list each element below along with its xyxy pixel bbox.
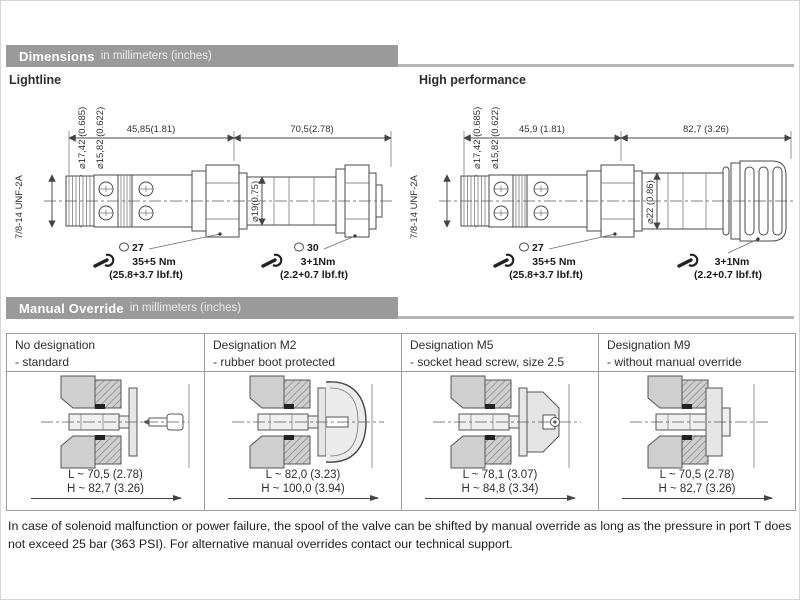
column-subtitle: - without manual override <box>607 354 742 369</box>
column-subtitle: - standard <box>15 354 70 369</box>
override-cell-m5: L ~ 78,1 (3.07) H ~ 84,8 (3.34) <box>401 372 598 510</box>
knob-torque-imperial: (2.2+0.7 lbf.ft) <box>694 269 762 281</box>
coil-diameter-dim: ⌀22 (0.86) <box>645 180 656 224</box>
column-title: Designation M2 <box>213 338 297 352</box>
dim-l: L ~ 70,5 (2.78) <box>659 469 735 481</box>
dimension-arrow <box>567 494 576 501</box>
override-dims: L ~ 70,5 (2.78) H ~ 82,7 (3.26) <box>658 468 735 497</box>
wrench-icon <box>93 253 115 268</box>
dim-h: H ~ 100,0 (3.94) <box>261 483 345 496</box>
dimensions-section-header: Dimensions in millimeters (inches) <box>6 45 794 67</box>
body-length-dim: 45,85(1.81) <box>127 124 176 135</box>
dim-h: H ~ 82,7 (3.26) <box>66 483 145 496</box>
override-drawing-m2 <box>232 375 384 469</box>
thread-spec: 7/8-14 UNF-2A <box>409 174 420 239</box>
body-torque-imperial: (25.8+3.7 lbf.ft) <box>509 269 583 281</box>
dimensions-title-bar: Dimensions in millimeters (inches) <box>6 45 398 67</box>
knob-torque: 3+1Nm <box>715 256 750 268</box>
dim-l: L ~ 70,5 (2.78) <box>68 469 143 481</box>
manual-override-table: No designation - standard Designation M2… <box>6 333 796 511</box>
manual-override-title-bar: Manual Override in millimeters (inches) <box>6 297 398 319</box>
column-subtitle: - socket head screw, size 2.5 <box>410 354 565 369</box>
section-rule <box>6 64 794 67</box>
section-subtitle: in millimeters (inches) <box>100 50 212 62</box>
valve-rear-section <box>647 375 731 469</box>
dim-h: H ~ 82,7 (3.26) <box>658 483 736 496</box>
wrench-icon <box>677 253 699 268</box>
column-subtitle: - rubber boot protected <box>213 354 336 369</box>
body-torque-imperial: (25.8+3.7 lbf.ft) <box>109 269 183 281</box>
thread-spec: 7/8-14 UNF-2A <box>14 174 25 239</box>
coil-length-dim: 70,5(2.78) <box>290 124 333 135</box>
body-length-dim: 45,9 (1.81) <box>519 124 565 135</box>
override-header-m9: Designation M9 - without manual override <box>598 334 795 372</box>
hex27-size: 27 <box>132 242 144 254</box>
override-dims: L ~ 70,5 (2.78) H ~ 82,7 (3.26) <box>67 468 144 497</box>
override-cell-standard: L ~ 70,5 (2.78) H ~ 82,7 (3.26) <box>7 372 204 510</box>
lightline-drawing: 45,85(1.81) 70,5(2.78) ⌀17,42 (0.685) ⌀1… <box>14 107 394 281</box>
dimension-arrow <box>172 494 182 501</box>
override-drawing-m9 <box>630 375 770 469</box>
override-header-standard: No designation - standard <box>7 334 204 372</box>
cross-drill-ports <box>98 181 154 221</box>
column-title: Designation M9 <box>607 338 691 352</box>
section-rule <box>6 316 794 319</box>
inner-diameter-dim: ⌀15,82 (0.622) <box>95 107 106 169</box>
high-performance-drawing: 45,9 (1.81) 82,7 (3.26) ⌀17,42 (0.685) ⌀… <box>409 107 794 281</box>
outer-diameter-dim: ⌀17,42 (0.685) <box>77 107 88 169</box>
dimension-arrow <box>764 494 773 501</box>
body-torque: 35+5 Nm <box>532 256 576 268</box>
coil-length-dim: 82,7 (3.26) <box>683 124 729 135</box>
hex27-annotation: 27 <box>519 232 617 254</box>
lightline-label: Lightline <box>9 73 62 87</box>
dim-l: L ~ 78,1 (3.07) <box>462 469 538 481</box>
coil-diameter-dim: ⌀19(0.75) <box>250 181 261 222</box>
body-torque: 35+5 Nm <box>132 256 176 268</box>
length-dimensions: 45,9 (1.81) 82,7 (3.26) <box>463 124 792 142</box>
dimension-line <box>425 494 576 501</box>
length-dimensions: 45,85(1.81) 70,5(2.78) <box>68 124 392 142</box>
wrench-icon <box>261 253 283 268</box>
manual-override-section-header: Manual Override in millimeters (inches) <box>6 297 794 319</box>
override-cell-m9: L ~ 70,5 (2.78) H ~ 82,7 (3.26) <box>598 372 795 510</box>
footnote-text: In case of solenoid malfunction or power… <box>8 519 792 551</box>
section-subtitle: in millimeters (inches) <box>129 302 242 314</box>
cross-drill-ports <box>493 181 549 221</box>
nut-torque: 3+1Nm <box>301 256 336 268</box>
hex30-annotation: 30 <box>294 234 357 254</box>
inner-diameter-dim: ⌀15,82 (0.622) <box>490 107 501 169</box>
nut-torque-imperial: (2.2+0.7 lbf.ft) <box>280 269 348 281</box>
column-title: Designation M5 <box>410 338 494 352</box>
dimension-line <box>30 494 182 501</box>
hex27-size: 27 <box>532 242 544 254</box>
override-cell-m2: L ~ 82,0 (3.23) H ~ 100,0 (3.94) <box>204 372 401 510</box>
dimension-line <box>622 494 773 501</box>
section-title: Manual Override <box>19 300 124 316</box>
column-title: No designation <box>15 338 96 352</box>
dim-l: L ~ 82,0 (3.23) <box>265 469 341 481</box>
high-performance-label: High performance <box>419 73 526 87</box>
override-header-m5: Designation M5 - socket head screw, size… <box>401 334 598 372</box>
override-dims: L ~ 78,1 (3.07) H ~ 84,8 (3.34) <box>461 468 538 497</box>
override-dims: L ~ 82,0 (3.23) H ~ 100,0 (3.94) <box>261 468 344 497</box>
dim-h: H ~ 84,8 (3.34) <box>461 483 539 496</box>
section-title: Dimensions <box>19 48 95 64</box>
dimension-line <box>228 494 379 501</box>
dimension-arrow <box>370 494 379 501</box>
wrench-icon <box>493 253 515 268</box>
hex27-annotation: 27 <box>119 232 222 254</box>
override-drawing-m5 <box>433 375 581 469</box>
hex30-size: 30 <box>307 242 319 254</box>
override-header-m2: Designation M2 - rubber boot protected <box>204 334 401 372</box>
knob-leader <box>727 237 760 254</box>
override-drawing-standard <box>40 375 189 469</box>
outer-diameter-dim: ⌀17,42 (0.685) <box>472 107 483 169</box>
